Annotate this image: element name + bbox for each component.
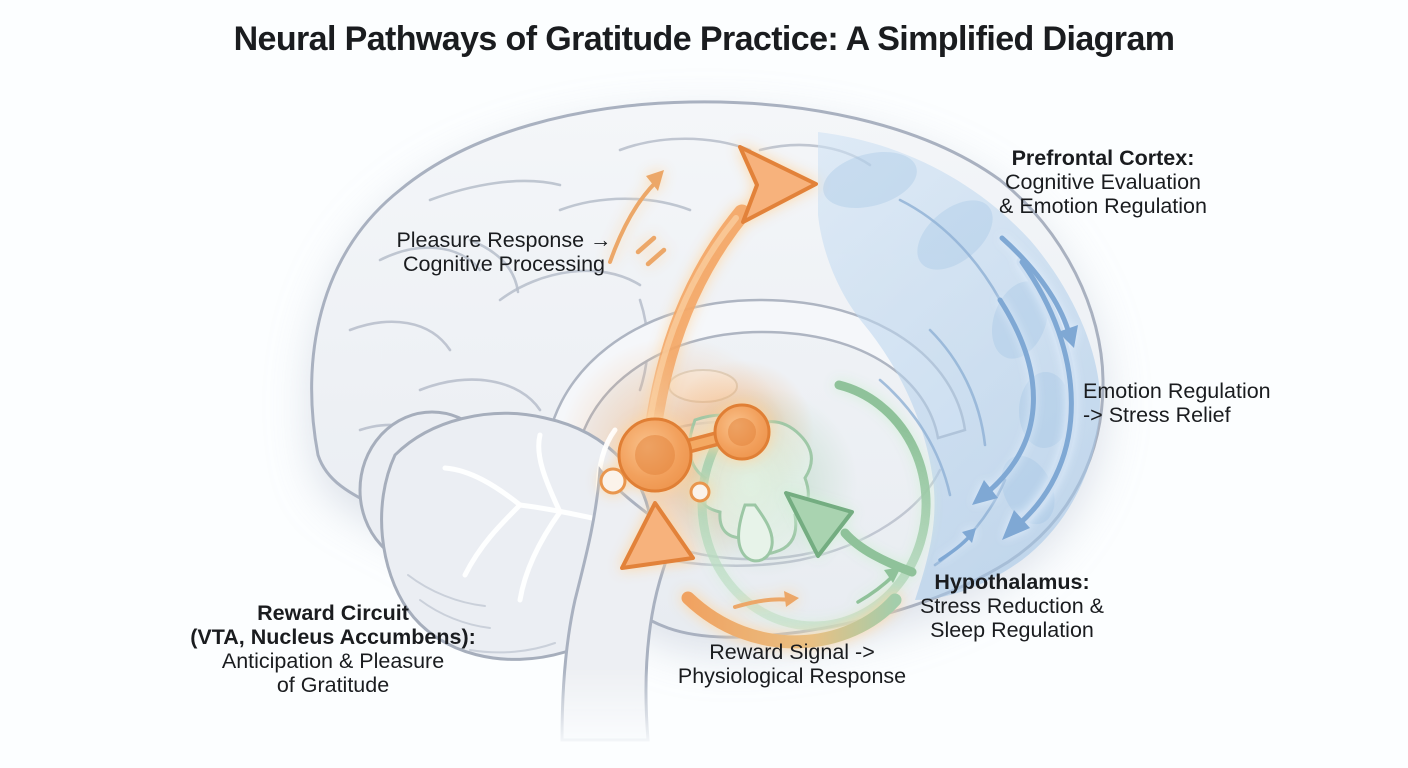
label-line: Cognitive Processing [403,252,605,276]
label-line: of Gratitude [276,673,390,697]
label-reward-circuit: Reward Circuit (VTA, Nucleus Accumbens):… [190,601,476,697]
pathway-arrow-reward-signal [620,501,902,649]
label-line: Anticipation & Pleasure [221,649,445,673]
page-title: Neural Pathways of Gratitude Practice: A… [233,20,1175,58]
label-line: Reward Signal -> [709,640,875,664]
label-heading: Reward Circuit [257,601,409,625]
reward-circuit-nodes [599,403,771,503]
label-line: Pleasure Response → [396,228,612,252]
label-line: Physiological Response [677,664,907,688]
label-line: Sleep Regulation [930,618,1094,642]
label-line: Cognitive Evaluation [1004,170,1201,194]
label-prefrontal-cortex: Prefrontal Cortex: Cognitive Evaluation … [999,146,1207,218]
label-hypothalamus: Hypothalamus: Stress Reduction & Sleep R… [920,570,1104,642]
label-line: -> Stress Relief [1083,403,1231,427]
pathway-arrow-reward-to-pfc [608,145,818,481]
label-emotion-regulation: Emotion Regulation -> Stress Relief [1083,379,1271,427]
label-pleasure-response: Pleasure Response → Cognitive Processing [396,228,611,276]
label-line: & Emotion Regulation [999,194,1207,218]
pathway-arrow-hypothalamus-loop [697,380,931,631]
label-line: Emotion Regulation [1083,379,1271,403]
label-reward-signal: Reward Signal -> Physiological Response [678,640,906,688]
label-heading: Prefrontal Cortex: [1011,146,1195,170]
label-heading: Hypothalamus: [934,570,1090,594]
prefrontal-cortex-region [818,132,1100,600]
label-line: Stress Reduction & [919,594,1105,618]
pathway-arrow-pfc-to-hypothalamus [938,235,1078,562]
label-heading: (VTA, Nucleus Accumbens): [190,625,476,649]
